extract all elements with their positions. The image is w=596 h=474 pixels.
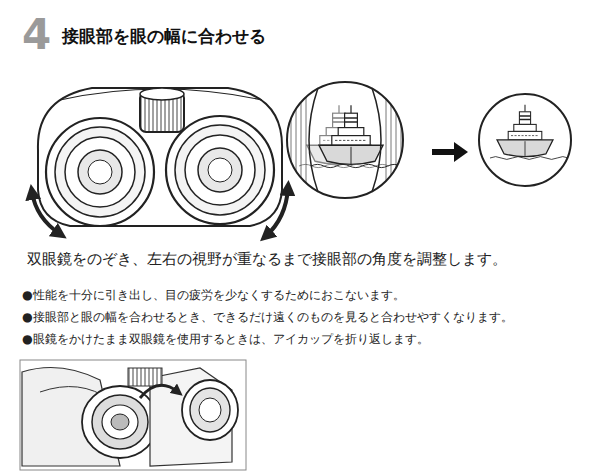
eyecup-illustration: [20, 360, 246, 470]
bullet-note: ●性能を十分に引き出し、目の疲労を少なくするためにおこないます。: [22, 288, 590, 304]
step-number: 4: [22, 14, 51, 56]
binoculars-top-view: [32, 88, 288, 236]
bullet-note: ●接眼部と眼の幅を合わせるとき、できるだけ遠くのものを見ると合わせやすくなります…: [22, 310, 590, 326]
heading: 接眼部を眼の幅に合わせる: [62, 25, 266, 47]
bullet-note: ●眼鏡をかけたまま双眼鏡を使用するときは、アイカップを折り返します。: [22, 332, 590, 348]
instruction: 双眼鏡をのぞき、左右の視野が重なるまで接眼部の角度を調整します。: [27, 250, 587, 269]
transition-arrow: [432, 142, 468, 162]
aligned-view: [479, 94, 571, 186]
unaligned-view: [285, 80, 405, 200]
